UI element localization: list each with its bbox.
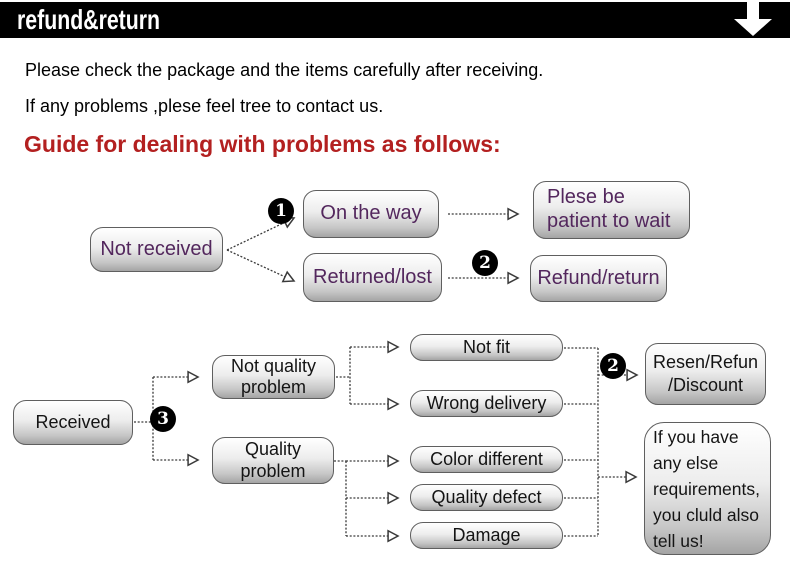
step-badge-3: 3: [150, 406, 176, 432]
step-badge-2b: 2: [600, 353, 626, 379]
node-more-requirements-label: If you have any else requirements, you c…: [653, 426, 760, 551]
node-damage-label: Damage: [452, 524, 521, 545]
node-wrong-delivery: Wrong delivery: [410, 390, 563, 417]
node-on-the-way: On the way: [303, 190, 439, 238]
banner-title: refund&return: [17, 4, 161, 35]
node-quality-problem-label: Quality problem: [240, 439, 306, 481]
node-quality-defect-label: Quality defect: [431, 486, 542, 507]
node-more-requirements: If you have any else requirements, you c…: [644, 422, 771, 555]
node-received-label: Received: [35, 411, 111, 432]
guide-heading: Guide for dealing with problems as follo…: [24, 131, 501, 157]
step-badge-1-label: 1: [275, 201, 287, 221]
node-please-wait: Plese be patient to wait: [533, 181, 690, 239]
step-badge-2-label: 2: [479, 253, 491, 273]
node-returned-lost: Returned/lost: [303, 253, 442, 302]
node-quality-defect: Quality defect: [410, 484, 563, 511]
node-resen-refun-discount-label: Resen/Refun /Discount: [652, 351, 759, 395]
node-not-quality-problem-label: Not quality problem: [230, 355, 317, 397]
node-wrong-delivery-label: Wrong delivery: [426, 392, 547, 413]
node-not-received: Not received: [90, 227, 223, 272]
node-not-received-label: Not received: [100, 237, 213, 260]
node-not-fit-label: Not fit: [462, 336, 510, 357]
banner: refund&return: [0, 2, 790, 38]
node-quality-problem: Quality problem: [212, 437, 334, 484]
down-arrow-shaft: [747, 2, 759, 19]
node-color-different: Color different: [410, 446, 563, 473]
node-please-wait-label: Plese be patient to wait: [547, 186, 671, 232]
step-badge-1: 1: [268, 198, 294, 224]
down-arrow-head: [734, 19, 772, 36]
node-refund-return-label: Refund/return: [537, 266, 660, 289]
node-on-the-way-label: On the way: [320, 202, 422, 225]
step-badge-3-label: 3: [157, 409, 169, 429]
intro-line-2: If any problems ,plese feel tree to cont…: [25, 96, 384, 116]
node-damage: Damage: [410, 522, 563, 549]
node-not-fit: Not fit: [410, 334, 563, 361]
down-arrow-icon: [734, 2, 772, 36]
node-refund-return: Refund/return: [530, 255, 667, 302]
node-color-different-label: Color different: [430, 448, 543, 469]
node-received: Received: [13, 400, 133, 445]
intro-line-1: Please check the package and the items c…: [25, 60, 544, 80]
node-resen-refun-discount: Resen/Refun /Discount: [645, 343, 766, 405]
step-badge-2: 2: [472, 250, 498, 276]
node-not-quality-problem: Not quality problem: [212, 355, 335, 399]
step-badge-2b-label: 2: [607, 356, 619, 376]
node-returned-lost-label: Returned/lost: [313, 265, 432, 288]
